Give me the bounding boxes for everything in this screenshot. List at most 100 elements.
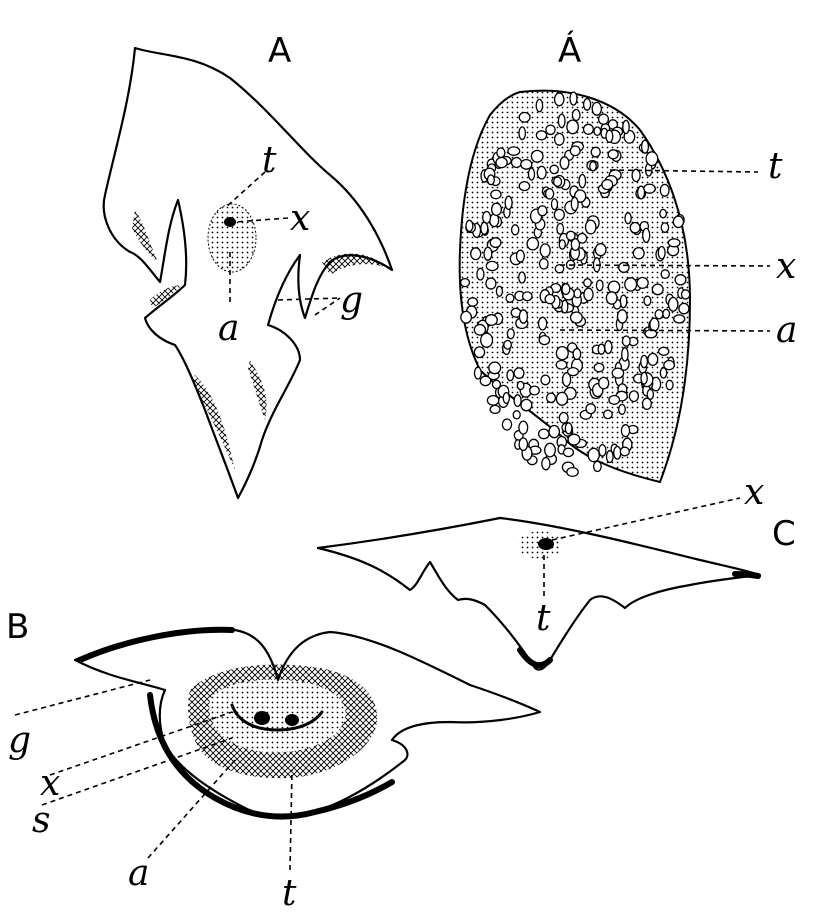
tissue-cell xyxy=(605,291,618,305)
tissue-cell xyxy=(624,277,638,292)
panel-c-label-x: x xyxy=(744,472,764,513)
tissue-cell xyxy=(544,187,555,200)
tissue-cell xyxy=(565,230,576,241)
panel-c-section-outline xyxy=(316,516,762,671)
tissue-cell xyxy=(607,149,619,160)
tissue-cell xyxy=(465,219,474,233)
tissue-cell xyxy=(590,146,601,158)
tissue-cell xyxy=(582,97,592,111)
tissue-cell xyxy=(598,376,610,390)
panel-b-label-t: t xyxy=(282,873,297,914)
panel-a-label-x: x xyxy=(290,198,310,239)
tissue-cell xyxy=(584,219,597,235)
panel-c-bundle-core xyxy=(538,538,554,550)
panel-c: C x t xyxy=(316,472,796,671)
tissue-cell xyxy=(659,183,670,197)
tissue-cell xyxy=(611,367,625,379)
tissue-cell xyxy=(561,372,572,387)
tissue-cell xyxy=(556,222,565,235)
tissue-cell xyxy=(460,310,473,324)
tissue-cell xyxy=(510,156,523,169)
tissue-cell xyxy=(621,347,629,362)
tissue-cell xyxy=(660,222,670,233)
tissue-cell xyxy=(483,246,493,261)
tissue-cell xyxy=(510,224,520,236)
tissue-cell xyxy=(571,108,581,122)
tissue-cell xyxy=(605,129,614,144)
tissue-cell xyxy=(659,208,667,219)
panel-a-prime-leader-x xyxy=(559,264,771,267)
tissue-cell xyxy=(629,221,641,234)
tissue-cell xyxy=(651,283,664,296)
tissue-cell xyxy=(578,173,587,189)
tissue-cell xyxy=(486,394,500,406)
tissue-cell xyxy=(537,428,550,440)
panel-a-prime-label-a: a xyxy=(776,310,797,351)
panel-a-prime-label-x: x xyxy=(776,246,796,287)
tissue-cell xyxy=(545,392,557,404)
tissue-cell xyxy=(589,161,597,172)
panel-a-prime: Á t x a xyxy=(458,30,797,484)
tissue-cell xyxy=(569,91,578,106)
tissue-cell xyxy=(488,361,502,375)
tissue-cell xyxy=(490,202,503,217)
tissue-cell xyxy=(659,367,668,379)
tissue-cell xyxy=(548,424,561,439)
tissue-cell xyxy=(636,276,649,289)
tissue-cell xyxy=(513,394,522,408)
tissue-cell xyxy=(662,308,671,319)
tissue-cell xyxy=(558,411,569,424)
tissue-cell xyxy=(647,352,659,367)
tissue-cell xyxy=(537,316,548,331)
tissue-cell xyxy=(513,367,525,379)
tissue-cell xyxy=(496,147,506,159)
tissue-cell xyxy=(553,132,565,146)
panel-a-hatch-right xyxy=(322,253,388,275)
tissue-cell xyxy=(476,267,485,281)
tissue-cell xyxy=(631,168,641,183)
tissue-cell xyxy=(637,185,646,200)
tissue-cell xyxy=(550,198,559,211)
panel-a-hatch-lower xyxy=(192,375,235,470)
tissue-cell xyxy=(490,189,502,200)
tissue-cell xyxy=(566,366,580,377)
panel-b-inner-arc xyxy=(230,703,324,732)
tissue-cell xyxy=(554,263,565,274)
tissue-cell xyxy=(645,151,659,167)
panel-b-label-g: g xyxy=(8,720,31,761)
tissue-cell xyxy=(520,398,533,412)
panel-b-core-left xyxy=(254,711,270,725)
tissue-cell xyxy=(620,424,631,438)
tissue-cell xyxy=(559,156,570,170)
tissue-cell xyxy=(592,460,602,473)
panel-b-hatch-ring xyxy=(188,664,378,779)
panel-c-thick-base xyxy=(517,647,553,669)
tissue-cell xyxy=(593,362,605,373)
tissue-cell xyxy=(555,345,569,361)
tissue-cell xyxy=(640,354,649,369)
tissue-cell xyxy=(521,291,533,302)
tissue-cell xyxy=(480,221,489,235)
tissue-cell xyxy=(558,239,566,250)
tissue-cell xyxy=(485,277,497,290)
tissue-cell xyxy=(640,371,648,385)
tissue-cell xyxy=(527,167,536,181)
tissue-cell xyxy=(643,295,652,307)
panel-b-thick-top xyxy=(77,626,235,663)
tissue-cell xyxy=(530,149,544,163)
tissue-cell xyxy=(618,261,630,273)
tissue-cell xyxy=(602,409,613,420)
tissue-cell xyxy=(553,208,565,221)
panel-a-label-t: t xyxy=(262,140,277,181)
tissue-cell xyxy=(516,380,525,391)
panel-a-hatch-left xyxy=(132,210,158,262)
tissue-cell xyxy=(566,466,579,478)
tissue-cell xyxy=(491,379,502,390)
tissue-cell xyxy=(561,283,571,296)
panel-a-leader-g xyxy=(277,297,341,316)
tissue-cell xyxy=(654,309,664,320)
tissue-cell xyxy=(555,359,568,370)
tissue-cell xyxy=(535,98,544,113)
tissue-cell xyxy=(667,238,681,248)
